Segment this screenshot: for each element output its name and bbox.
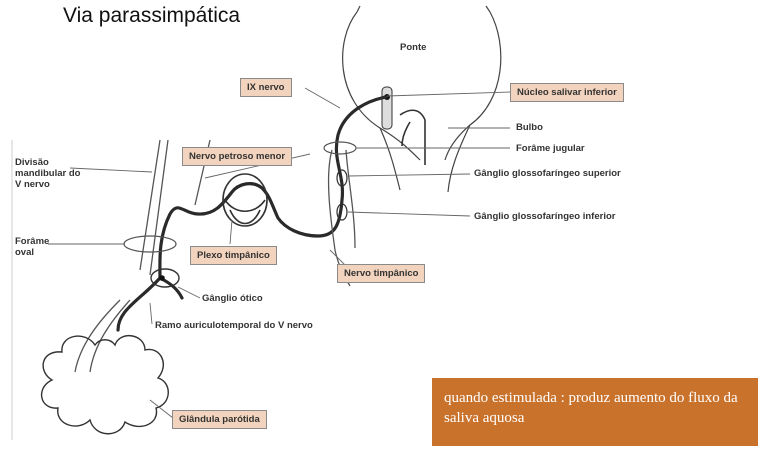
parotid-gland xyxy=(40,335,169,435)
label-ganglio-inferior: Gânglio glossofaríngeo inferior xyxy=(474,211,616,222)
box-nervo-petroso: Nervo petroso menor xyxy=(182,147,293,166)
box-nucleo-salivar: Núcleo salivar inferior xyxy=(510,83,624,102)
tympanic-plexus xyxy=(222,173,268,227)
stimulation-note: quando estimulada : produz aumento do fl… xyxy=(432,378,758,446)
label-bulbo: Bulbo xyxy=(516,122,543,133)
label-ponte: Ponte xyxy=(400,42,427,53)
label-forame-jugular: Forâme jugular xyxy=(516,143,585,154)
box-nervo-timpanico: Nervo timpânico xyxy=(337,264,426,283)
forame-jugular-ring xyxy=(323,141,357,155)
box-ix-nervo: IX nervo xyxy=(240,78,292,97)
leader-lines xyxy=(48,87,511,419)
brainstem-outline xyxy=(342,5,502,193)
label-ganglio-superior: Gânglio glossofaríngeo superior xyxy=(474,168,621,179)
label-ramo-auriculotemporal: Ramo auriculotemporal do V nervo xyxy=(155,320,313,331)
box-plexo-timpanico: Plexo timpânico xyxy=(190,246,277,265)
box-glandula-parotida: Glândula parótida xyxy=(172,410,267,429)
label-forame-oval: Forâme oval xyxy=(15,236,50,258)
label-divisao-mandibular: Divisão mandibular do V nervo xyxy=(15,157,81,190)
label-ganglio-otico: Gânglio ótico xyxy=(202,293,263,304)
page-title: Via parassimpática xyxy=(63,4,241,27)
ganglio-otico-shape xyxy=(150,268,180,288)
forame-oval-ring xyxy=(123,235,177,253)
nucleus-bar xyxy=(381,86,393,130)
